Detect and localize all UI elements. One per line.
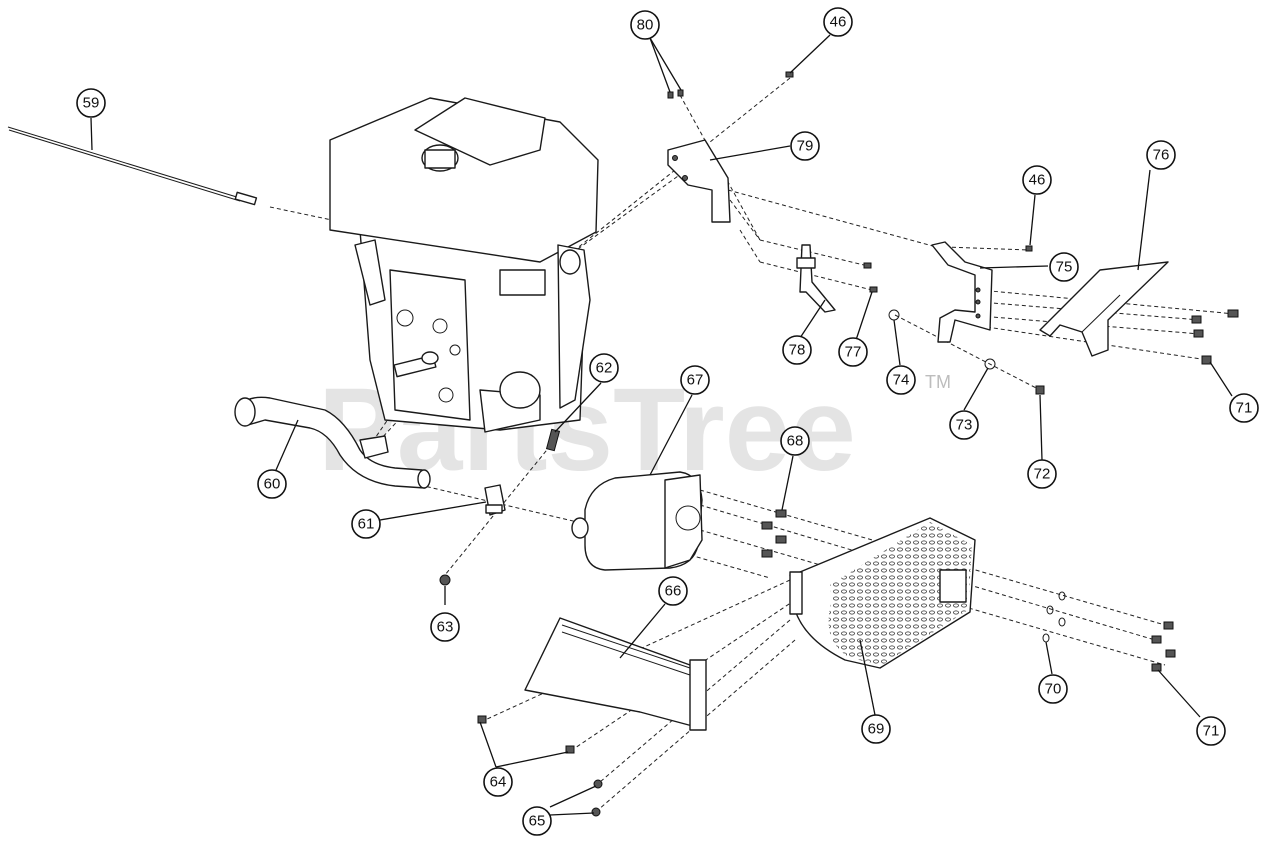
callout-59: 59 (76, 88, 106, 118)
svg-text:80: 80 (637, 17, 654, 34)
small-hardware (477, 71, 1239, 817)
callout-70: 70 (1038, 674, 1068, 704)
muffler-guard (789, 517, 976, 669)
heat-shield (524, 617, 707, 731)
svg-text:79: 79 (797, 138, 814, 155)
svg-text:46: 46 (830, 14, 847, 31)
svg-text:65: 65 (529, 813, 546, 830)
clamp-and-hardware (439, 428, 561, 586)
callout-74: 74 (886, 365, 916, 395)
bracket-76 (1039, 261, 1169, 357)
svg-text:67: 67 (687, 372, 704, 389)
callout-46-right: 46 (1022, 165, 1052, 195)
svg-text:63: 63 (437, 619, 454, 636)
svg-text:71: 71 (1203, 723, 1220, 740)
svg-text:73: 73 (956, 417, 973, 434)
svg-text:62: 62 (596, 360, 613, 377)
svg-text:71: 71 (1236, 400, 1253, 417)
svg-text:66: 66 (665, 583, 682, 600)
throttle-cable (7, 126, 258, 206)
callout-79: 79 (790, 131, 820, 161)
svg-text:64: 64 (490, 774, 507, 791)
svg-text:46: 46 (1029, 172, 1046, 189)
svg-text:61: 61 (358, 516, 375, 533)
engine (329, 97, 599, 433)
callout-71-upper: 71 (1229, 393, 1259, 423)
callout-67: 67 (680, 365, 710, 395)
callout-62: 62 (589, 353, 619, 383)
svg-text:70: 70 (1045, 681, 1062, 698)
callout-61: 61 (351, 509, 381, 539)
svg-text:72: 72 (1034, 466, 1051, 483)
svg-text:78: 78 (789, 342, 806, 359)
callout-78: 78 (782, 335, 812, 365)
callout-60: 60 (257, 469, 287, 499)
assembly-lines (269, 77, 1236, 811)
muffler (571, 471, 703, 571)
callout-76: 76 (1146, 140, 1176, 170)
leader-lines (90, 34, 1233, 816)
spacers (761, 509, 787, 558)
svg-text:74: 74 (893, 372, 910, 389)
throttle-lever (796, 244, 836, 313)
callout-71-lower: 71 (1196, 716, 1226, 746)
exhaust-pipe (234, 396, 431, 489)
svg-text:60: 60 (264, 476, 281, 493)
bracket-75 (931, 241, 993, 343)
svg-text:75: 75 (1056, 259, 1073, 276)
watermark-tm: TM (925, 372, 951, 392)
callout-73: 73 (949, 410, 979, 440)
callout-46-top: 46 (823, 7, 853, 37)
callout-66: 66 (658, 576, 688, 606)
callout-80: 80 (630, 10, 660, 40)
callout-77: 77 (838, 337, 868, 367)
svg-text:77: 77 (845, 344, 862, 361)
svg-text:69: 69 (868, 721, 885, 738)
callout-75: 75 (1049, 252, 1079, 282)
callout-68: 68 (780, 426, 810, 456)
bracket-79 (667, 139, 731, 223)
callout-63: 63 (430, 612, 460, 642)
svg-text:76: 76 (1153, 147, 1170, 164)
svg-text:59: 59 (83, 95, 100, 112)
callout-72: 72 (1027, 459, 1057, 489)
callout-65: 65 (522, 806, 552, 836)
callout-64: 64 (483, 767, 513, 797)
callout-69: 69 (861, 714, 891, 744)
svg-text:68: 68 (787, 433, 804, 450)
